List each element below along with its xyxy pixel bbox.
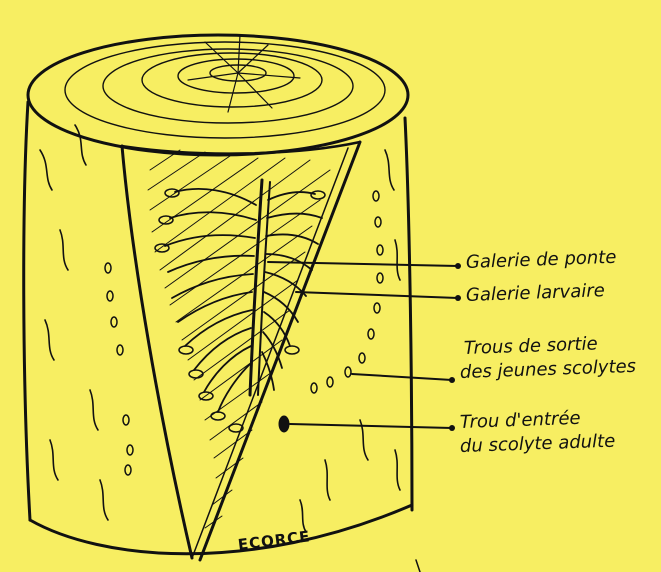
pupal-chambers xyxy=(155,189,325,432)
leader-galerie-ponte xyxy=(268,262,458,266)
log-left-edge xyxy=(24,102,30,520)
label-trou-entree-line1: Trou d'entrée xyxy=(460,408,581,434)
bark-cut-right xyxy=(200,142,360,560)
larval-galleries-right xyxy=(262,192,322,390)
bark-cut-left xyxy=(122,146,192,558)
leader-trou-entree xyxy=(290,424,452,428)
radial-cracks xyxy=(188,35,300,112)
entry-hole xyxy=(279,416,289,432)
larval-galleries-left xyxy=(165,189,256,412)
label-trous-sortie-line1: Trous de sortie xyxy=(464,333,598,360)
growth-rings xyxy=(65,42,385,138)
log-right-edge xyxy=(405,118,412,510)
leader-galerie-larvaire xyxy=(296,292,458,298)
bark-texture xyxy=(40,125,400,532)
wood-hatching xyxy=(148,150,330,528)
leader-dots xyxy=(449,263,461,431)
bottom-mark xyxy=(416,560,420,572)
log-bottom-edge xyxy=(30,505,412,554)
leader-trous-sortie xyxy=(352,374,452,380)
bark-cut-right-inner xyxy=(192,148,348,558)
